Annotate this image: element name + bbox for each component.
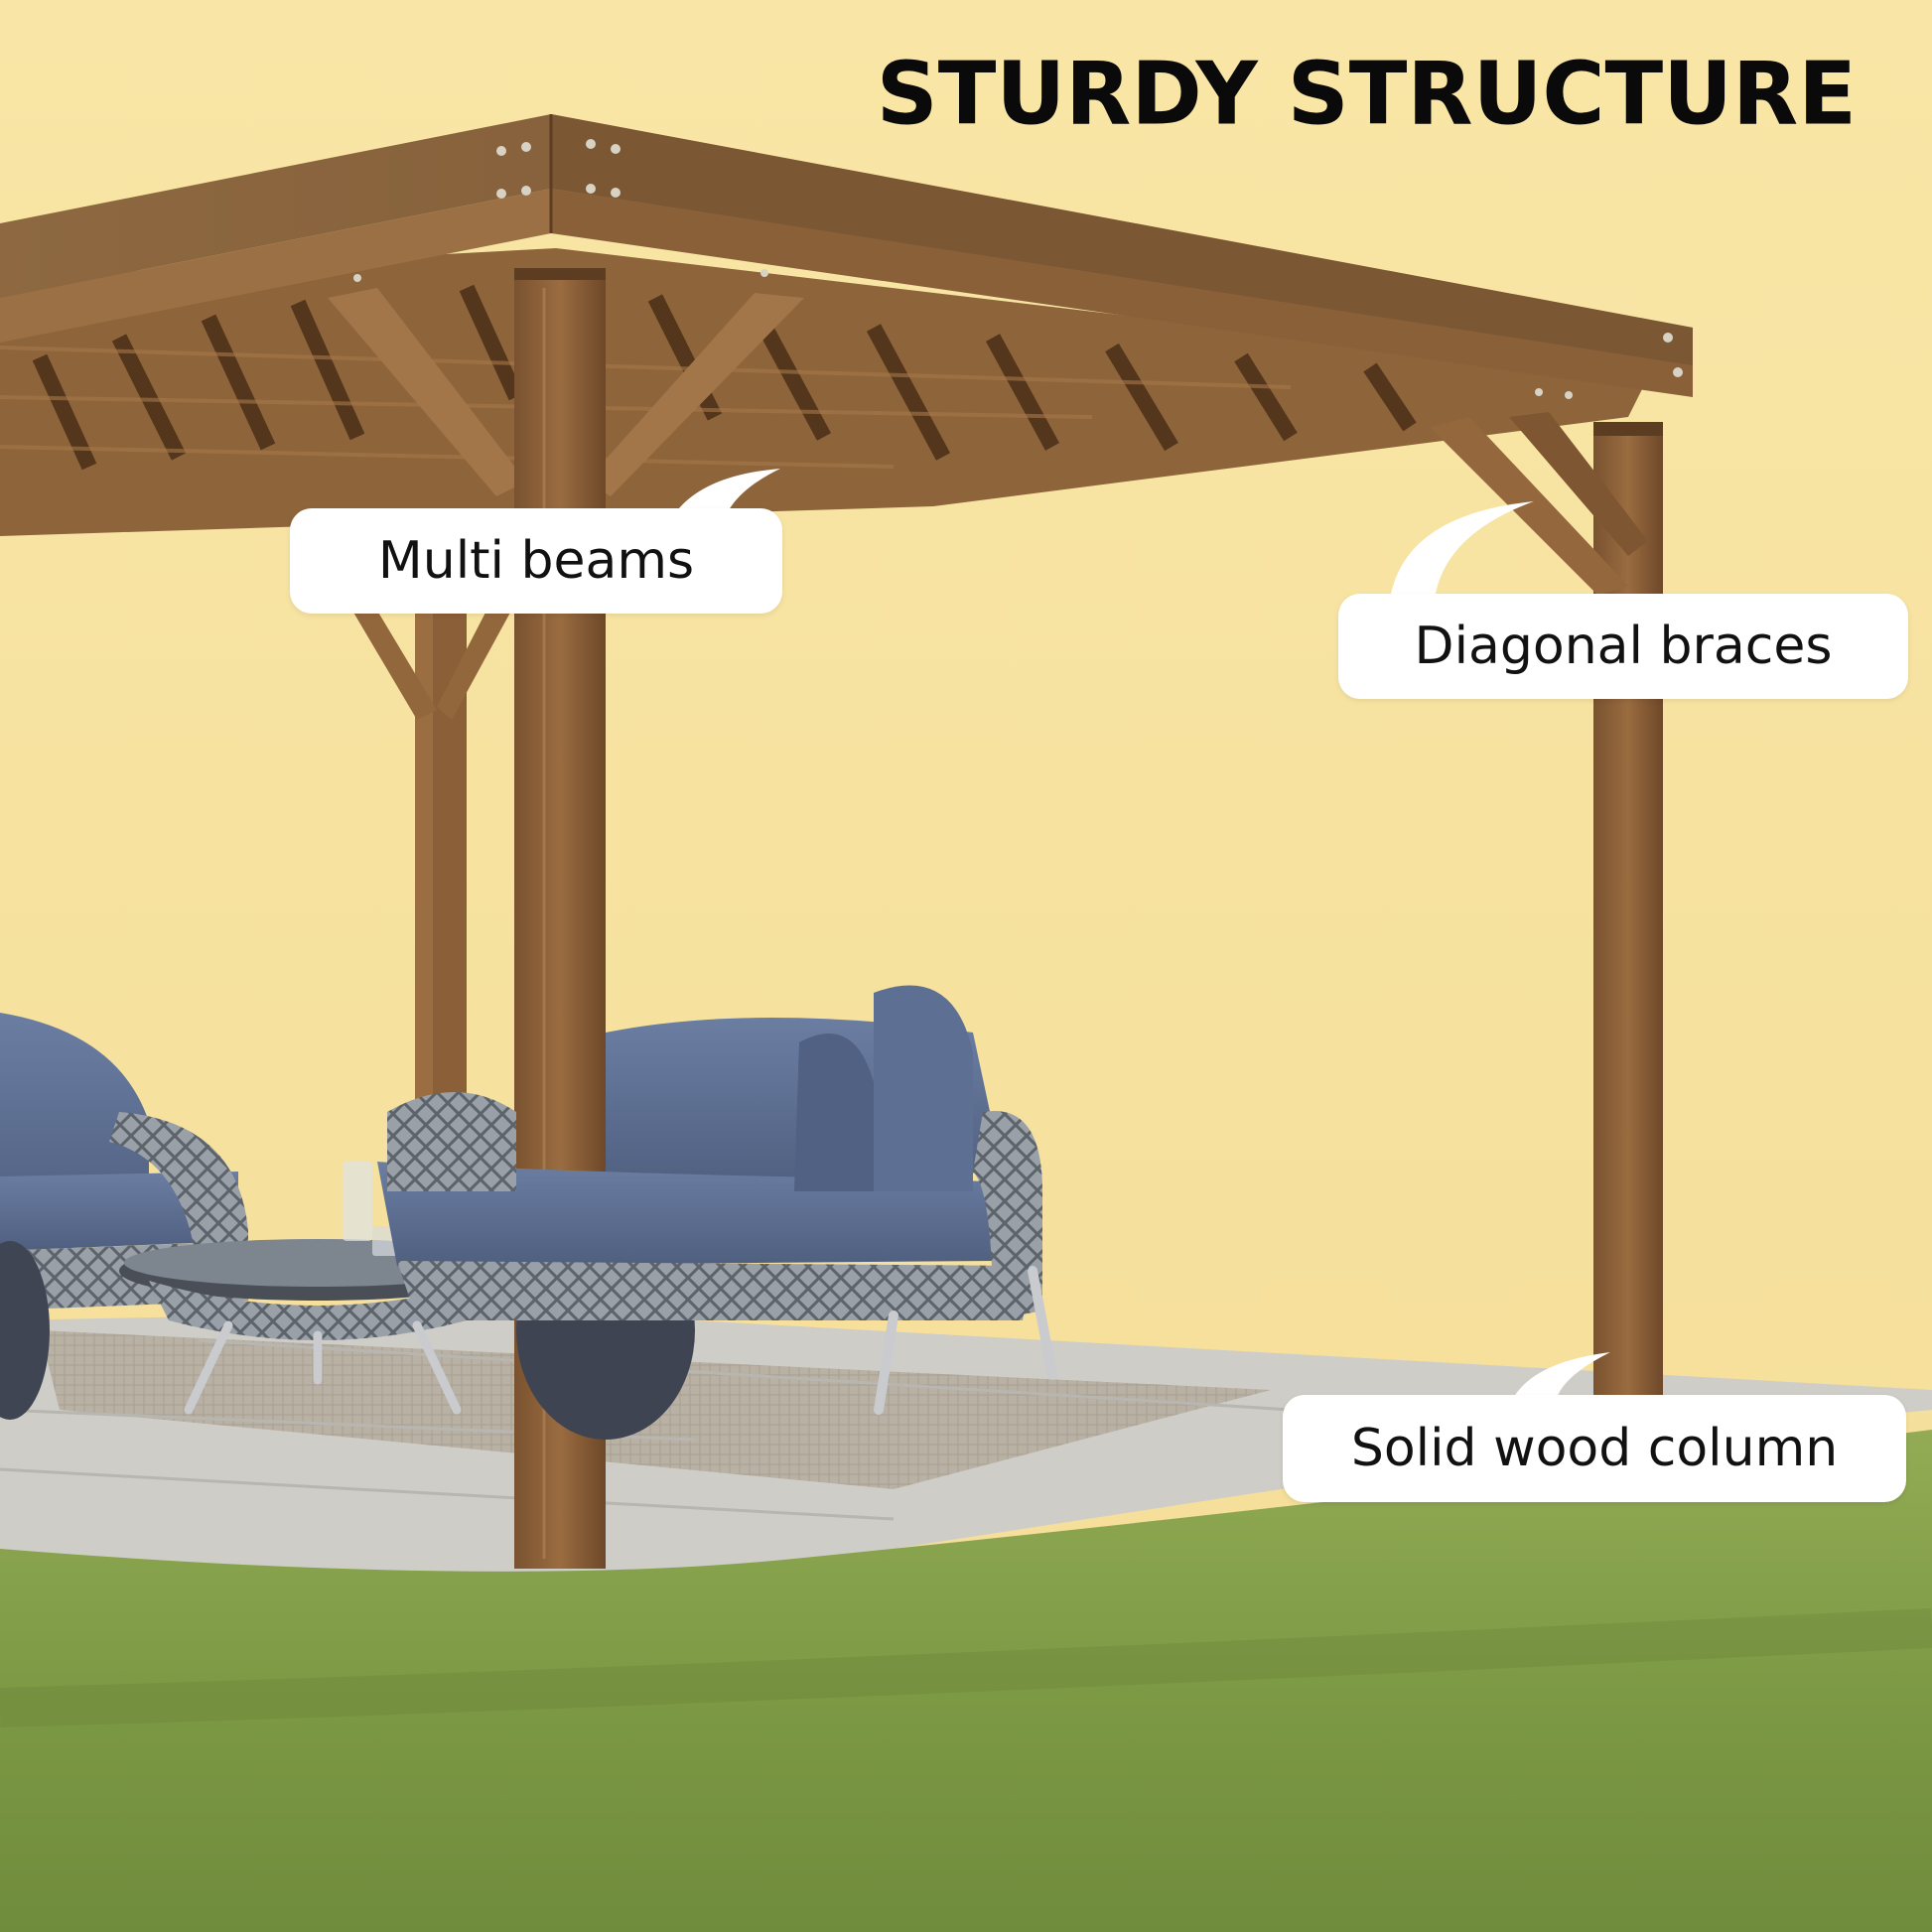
- diagonal-braces-callout: Diagonal braces: [1338, 594, 1908, 699]
- diagonal-braces-label: Diagonal braces: [1414, 617, 1833, 676]
- solid-wood-column-callout: Solid wood column: [1283, 1395, 1906, 1502]
- solid-wood-column-label: Solid wood column: [1350, 1419, 1839, 1478]
- multi-beams-callout: Multi beams: [290, 508, 782, 614]
- multi-beams-label: Multi beams: [377, 531, 695, 591]
- headline: STURDY STRUCTURE: [876, 44, 1857, 145]
- solid-wood-column-callout-tail: [1511, 1352, 1610, 1402]
- diagonal-braces-callout-tail: [1390, 501, 1534, 599]
